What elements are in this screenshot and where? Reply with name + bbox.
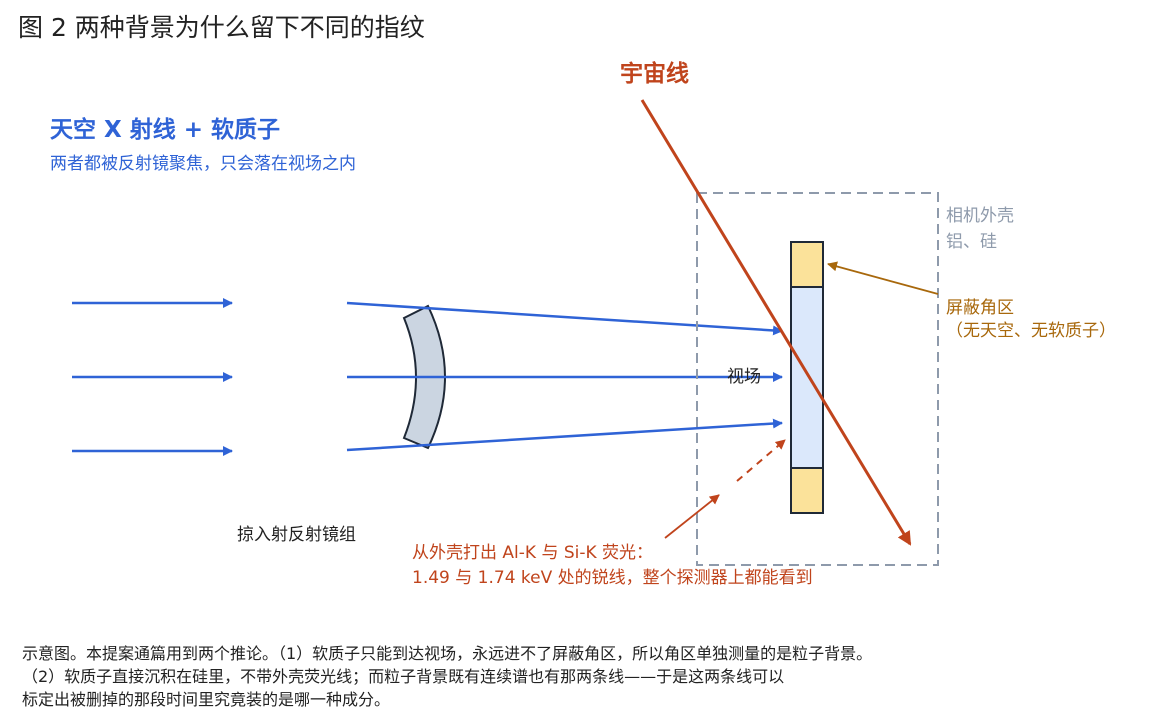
shield-corner-note: （无天空、无软质子） <box>946 321 1116 341</box>
field-of-view-label: 视场 <box>727 367 761 387</box>
camera-housing-label: 相机外壳 <box>946 206 1014 226</box>
caption-line-1: 示意图。本提案通篇用到两个推论。（1）软质子只能到达视场，永远进不了屏蔽角区，所… <box>22 644 873 663</box>
cosmic-ray-arrow <box>640 99 912 546</box>
camera-housing-material: 铝、硅 <box>946 232 997 252</box>
sky-xray-subtitle: 两者都被反射镜聚焦，只会落在视场之内 <box>50 154 356 174</box>
shield-corner-label: 屏蔽角区 <box>946 298 1014 318</box>
fluorescence-dashed-arrow <box>736 439 786 482</box>
camera-housing-box <box>696 192 939 566</box>
fluorescence-detail: 1.49 与 1.74 keV 处的锐线，整个探测器上都能看到 <box>412 568 813 588</box>
field-of-view-region <box>790 286 824 469</box>
fluorescence-pointer-arrow <box>664 494 720 539</box>
caption-line-2: （2）软质子直接沉积在硅里，不带外壳荧光线；而粒子背景既有连续谱也有那两条线——… <box>22 667 785 686</box>
focused-ray-bottom <box>346 418 783 452</box>
shield-corner-top <box>790 241 824 288</box>
caption-line-3: 标定出被删掉的那段时间里究竟装的是哪一种成分。 <box>22 690 391 709</box>
sky-xray-title: 天空 X 射线 + 软质子 <box>50 117 281 143</box>
shield-corner-bottom <box>790 467 824 514</box>
cosmic-ray-label: 宇宙线 <box>620 61 689 87</box>
figure-title: 图 2 两种背景为什么留下不同的指纹 <box>18 13 425 42</box>
mirror-assembly-label: 掠入射反射镜组 <box>237 525 356 545</box>
fluorescence-label: 从外壳打出 Al-K 与 Si-K 荧光： <box>412 543 654 563</box>
shield-pointer-arrow <box>827 261 939 295</box>
focused-ray-top <box>346 301 783 336</box>
